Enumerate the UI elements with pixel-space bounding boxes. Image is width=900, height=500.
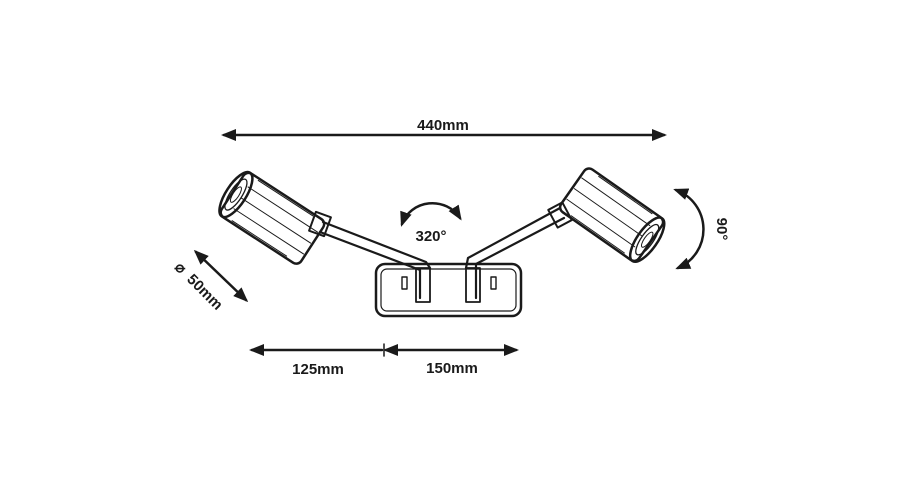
left-lamp-head (218, 170, 326, 265)
plate-width-label: 150mm (426, 360, 478, 377)
diameter-symbol: ⌀ (171, 259, 189, 277)
right-lamp-head (558, 167, 666, 263)
overall-width-dimension: 440mm (221, 117, 667, 141)
head-diameter-arrow (193, 249, 249, 303)
swivel-arc-arrow (400, 202, 462, 227)
swivel-rotation-indicator: 320° (400, 202, 462, 245)
right-arm (464, 201, 573, 300)
bottom-dimensions: 125mm 150mm (249, 343, 519, 378)
right-screw-slot (490, 276, 497, 290)
tilt-arc-arrow (673, 188, 705, 270)
head-diameter-label: 50mm (183, 271, 226, 314)
swivel-angle-label: 320° (415, 228, 446, 245)
wall-plate (374, 262, 523, 318)
tilt-angle-label: 90° (713, 218, 730, 241)
head-diameter-dimension: ⌀ 50mm (171, 249, 249, 314)
left-screw-slot (401, 276, 408, 290)
head-diameter-text: ⌀ 50mm (171, 259, 226, 314)
right-arm-socket (465, 267, 481, 303)
arm-reach-label: 125mm (292, 361, 344, 378)
left-arm-socket (415, 267, 431, 303)
tilt-rotation-indicator: 90° (673, 188, 730, 270)
overall-width-label: 440mm (417, 117, 469, 134)
left-arm (308, 210, 432, 300)
